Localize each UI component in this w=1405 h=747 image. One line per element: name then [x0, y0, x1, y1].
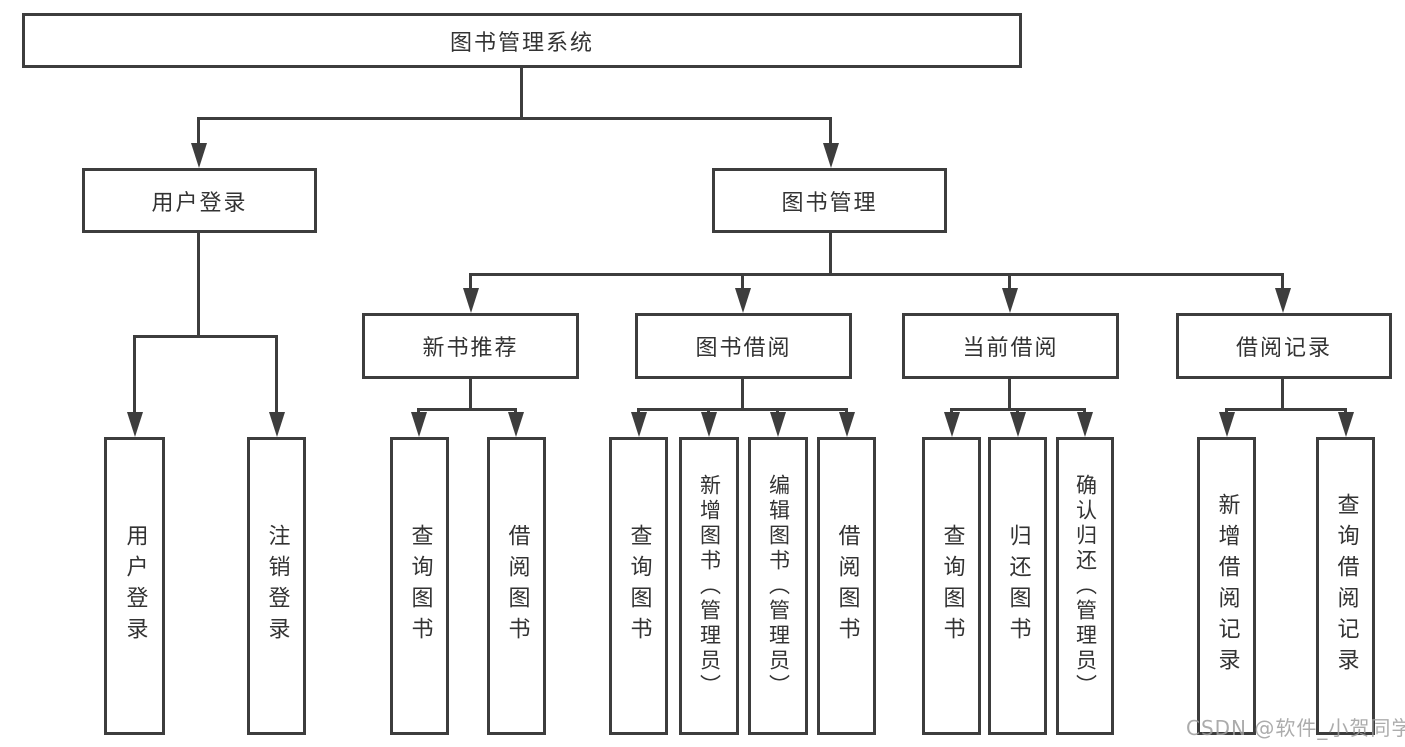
connector-line: [1281, 379, 1284, 411]
leaf-newbook-query-books: 查询图书: [390, 437, 449, 735]
node-book-borrowing: 图书借阅: [635, 313, 852, 379]
leaf-borrow-borrow-books: 借阅图书: [817, 437, 876, 735]
node-new-book-recommendation: 新书推荐: [362, 313, 579, 379]
connector-line: [1008, 273, 1011, 291]
connector-line: [469, 273, 1284, 276]
connector-line: [829, 117, 832, 147]
arrowhead: [269, 412, 285, 437]
connector-line: [275, 335, 278, 415]
arrowhead: [944, 412, 960, 437]
connector-line: [469, 379, 472, 411]
arrowhead: [839, 412, 855, 437]
node-book-management: 图书管理: [712, 168, 947, 233]
leaf-user-login: 用户登录: [104, 437, 165, 735]
connector-line: [197, 117, 832, 120]
connector-line: [637, 408, 847, 411]
connector-line: [1281, 273, 1284, 291]
connector-line: [197, 233, 200, 338]
connector-line: [417, 408, 517, 411]
arrowhead: [770, 412, 786, 437]
connector-line: [197, 117, 200, 147]
leaf-newbook-borrow-books: 借阅图书: [487, 437, 546, 735]
leaf-current-confirm-return-admin: 确认归还（管理员）: [1056, 437, 1114, 735]
connector-line: [829, 233, 832, 275]
leaf-logout: 注销登录: [247, 437, 306, 735]
leaf-records-add-borrow-record: 新增借阅记录: [1197, 437, 1256, 735]
connector-line: [133, 335, 278, 338]
connector-line: [741, 379, 744, 411]
arrowhead: [701, 412, 717, 437]
arrowhead: [1275, 288, 1291, 313]
node-library-management-system: 图书管理系统: [22, 13, 1022, 68]
connector-line: [1225, 408, 1345, 411]
arrowhead: [823, 143, 839, 168]
arrowhead: [1077, 412, 1093, 437]
connector-line: [469, 273, 472, 291]
leaf-current-query-books: 查询图书: [922, 437, 981, 735]
node-borrowing-records: 借阅记录: [1176, 313, 1392, 379]
arrowhead: [1338, 412, 1354, 437]
connector-line: [1008, 379, 1011, 411]
leaf-borrow-add-books-admin: 新增图书（管理员）: [679, 437, 739, 735]
arrowhead: [1219, 412, 1235, 437]
arrowhead: [191, 143, 207, 168]
arrowhead: [735, 288, 751, 313]
leaf-current-return-books: 归还图书: [988, 437, 1047, 735]
arrowhead: [1002, 288, 1018, 313]
node-user-login: 用户登录: [82, 168, 317, 233]
arrowhead: [631, 412, 647, 437]
connector-line: [133, 335, 136, 415]
leaf-borrow-edit-books-admin: 编辑图书（管理员）: [748, 437, 808, 735]
connector-line: [520, 68, 523, 119]
node-current-borrowing: 当前借阅: [902, 313, 1119, 379]
arrowhead: [1010, 412, 1026, 437]
leaf-records-query-borrow-record: 查询借阅记录: [1316, 437, 1375, 735]
leaf-borrow-query-books: 查询图书: [609, 437, 668, 735]
csdn-watermark: CSDN @软件_小贺同学: [1186, 716, 1405, 740]
arrowhead: [127, 412, 143, 437]
arrowhead: [463, 288, 479, 313]
arrowhead: [508, 412, 524, 437]
arrowhead: [411, 412, 427, 437]
connector-line: [741, 273, 744, 291]
